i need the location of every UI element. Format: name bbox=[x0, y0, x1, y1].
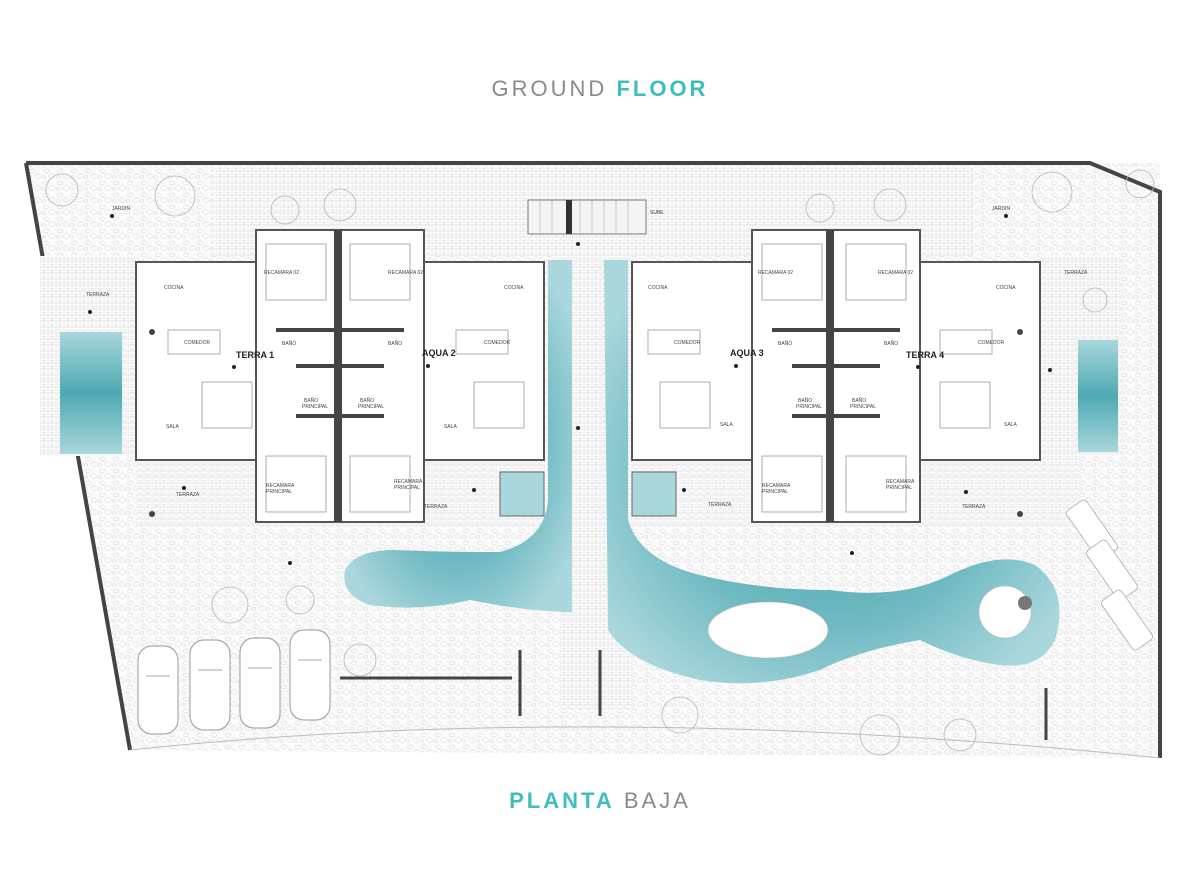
unit-labels: TERRA 1 AQUA 2 AQUA 3 TERRA 4 bbox=[236, 348, 944, 360]
title-floor: FLOOR bbox=[616, 76, 709, 101]
label-comedor-2: COMEDOR bbox=[484, 340, 511, 346]
label-cocina-1: COCINA bbox=[164, 285, 184, 291]
label-terraza-6: TERRAZA bbox=[1064, 270, 1088, 276]
label-aqua-2: AQUA 2 bbox=[422, 348, 456, 358]
label-bano-principal-2a: BAÑO bbox=[360, 397, 374, 404]
title-ground-floor: GROUND FLOOR bbox=[0, 76, 1200, 102]
furniture bbox=[149, 243, 1023, 517]
label-recamara-principal-2b: PRINCIPAL bbox=[394, 485, 420, 491]
label-terra-4: TERRA 4 bbox=[906, 350, 944, 360]
vegetation bbox=[45, 169, 1155, 756]
label-bano-1: BAÑO bbox=[282, 340, 296, 347]
label-sube: SUBE bbox=[650, 210, 664, 216]
label-sala-3: SALA bbox=[720, 422, 733, 428]
label-bano-3: BAÑO bbox=[778, 340, 792, 347]
label-bano-principal-1a: BAÑO bbox=[304, 397, 318, 404]
label-bano-principal-4a: BAÑO bbox=[852, 397, 866, 404]
title-planta-baja: PLANTA BAJA bbox=[0, 788, 1200, 814]
label-recamara-principal-2a: RECAMARA bbox=[394, 479, 423, 485]
label-sala-4: SALA bbox=[1004, 422, 1017, 428]
label-terraza-4: TERRAZA bbox=[708, 502, 732, 508]
label-terraza-3: TERRAZA bbox=[424, 504, 448, 510]
label-recamara-principal-3b: PRINCIPAL bbox=[762, 489, 788, 495]
label-cocina-2: COCINA bbox=[504, 285, 524, 291]
site-walls bbox=[340, 650, 1048, 740]
label-recamara-principal-4b: PRINCIPAL bbox=[886, 485, 912, 491]
level-markers bbox=[88, 214, 1052, 565]
parking-cars bbox=[137, 629, 331, 735]
label-aqua-3: AQUA 3 bbox=[730, 348, 764, 358]
title-ground: GROUND bbox=[491, 76, 608, 101]
label-bano-4: BAÑO bbox=[884, 340, 898, 347]
label-bano-2: BAÑO bbox=[388, 340, 402, 347]
label-recamara-02-1: RECAMARA 02 bbox=[264, 270, 299, 276]
entry-stair: SUBE bbox=[527, 199, 664, 235]
label-terraza-5: TERRAZA bbox=[962, 504, 986, 510]
label-sala-2: SALA bbox=[444, 424, 457, 430]
label-bano-principal-3a: BAÑO bbox=[798, 397, 812, 404]
label-recamara-02-4: RECAMARA 02 bbox=[878, 270, 913, 276]
label-terra-1: TERRA 1 bbox=[236, 350, 274, 360]
label-cocina-4: COCINA bbox=[996, 285, 1016, 291]
label-recamara-principal-4a: RECAMARA bbox=[886, 479, 915, 485]
label-bano-principal-3b: PRINCIPAL bbox=[796, 404, 822, 410]
label-terraza-1: TERRAZA bbox=[86, 292, 110, 298]
label-bano-principal-1b: PRINCIPAL bbox=[302, 404, 328, 410]
label-recamara-02-3: RECAMARA 02 bbox=[758, 270, 793, 276]
label-recamara-02-2: RECAMARA 02 bbox=[388, 270, 423, 276]
label-bano-principal-2b: PRINCIPAL bbox=[358, 404, 384, 410]
label-recamara-principal-3a: RECAMARA bbox=[762, 483, 791, 489]
label-jardin-2: JARDIN bbox=[992, 206, 1010, 212]
label-recamara-principal-1b: PRINCIPAL bbox=[266, 489, 292, 495]
side-pools bbox=[60, 332, 1118, 517]
room-labels: COCINA COCINA COCINA COCINA COMEDOR COME… bbox=[86, 206, 1088, 510]
label-terraza-2: TERRAZA bbox=[176, 492, 200, 498]
title-planta: PLANTA bbox=[509, 788, 615, 813]
lagoon-pools bbox=[344, 260, 1060, 684]
sun-loungers bbox=[1066, 499, 1153, 651]
label-bano-principal-4b: PRINCIPAL bbox=[850, 404, 876, 410]
title-baja: BAJA bbox=[623, 788, 691, 813]
label-recamara-principal-1a: RECAMARA bbox=[266, 483, 295, 489]
label-comedor-4: COMEDOR bbox=[978, 340, 1005, 346]
label-cocina-3: COCINA bbox=[648, 285, 668, 291]
building-right bbox=[631, 229, 1041, 523]
label-comedor-3: COMEDOR bbox=[674, 340, 701, 346]
label-jardin-1: JARDIN bbox=[112, 206, 130, 212]
label-comedor-1: COMEDOR bbox=[184, 340, 211, 346]
label-sala-1: SALA bbox=[166, 424, 179, 430]
